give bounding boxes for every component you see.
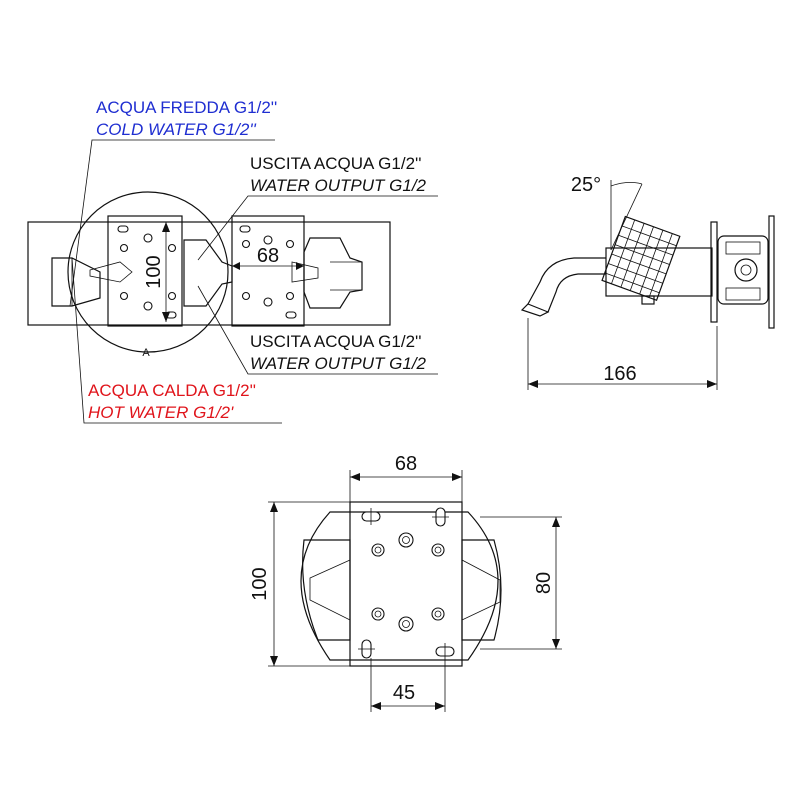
- output-bottom-label-it: USCITA ACQUA G1/2'': [250, 332, 422, 351]
- hot-water-label-it: ACQUA CALDA G1/2'': [88, 381, 256, 400]
- output-top-label-it: USCITA ACQUA G1/2'': [250, 154, 422, 173]
- side-spout-tip: [520, 303, 550, 317]
- plan-body-dim: 80: [533, 572, 555, 594]
- side-angle-dim: 25°: [571, 174, 601, 196]
- side-spout-bottom: [547, 273, 606, 313]
- plan-holes-dim: 45: [393, 682, 415, 704]
- side-handle: [601, 215, 681, 301]
- detail-circle-a: [67, 191, 229, 353]
- front-view: 100 68 A: [27, 191, 391, 359]
- left-inlet: [51, 257, 101, 307]
- right-plate-holes: [239, 225, 297, 319]
- side-valve-body: [717, 235, 769, 305]
- side-view: 25° 166: [520, 174, 775, 390]
- hot-water-leader: [71, 257, 282, 424]
- output-top-leader: [197, 195, 438, 261]
- cold-water-label-it: ACQUA FREDDA G1/2'': [96, 98, 277, 117]
- hot-water-label-en: HOT WATER G1/2': [88, 403, 234, 422]
- plan-width-dim: 68: [395, 453, 417, 475]
- cold-water-leader: [69, 139, 275, 307]
- side-body: [605, 247, 713, 297]
- plan-height-dim: 100: [249, 567, 271, 600]
- front-backing-plate: [27, 221, 391, 326]
- plan-left-inlet: [302, 539, 351, 641]
- plan-plate-holes: [358, 507, 455, 660]
- front-height-dim: 100: [143, 255, 165, 288]
- output-top-label-en: WATER OUTPUT G1/2: [250, 176, 427, 195]
- detail-letter: A: [142, 347, 150, 359]
- front-spacing-dim: 68: [257, 245, 279, 267]
- centre-valve: [183, 239, 233, 307]
- plan-right-inlet: [461, 539, 502, 641]
- right-inlet: [303, 237, 363, 309]
- plan-view: 68 100 80 45: [249, 453, 562, 712]
- output-bottom-label-en: WATER OUTPUT G1/2: [250, 354, 427, 373]
- front-plate-left: [107, 215, 183, 327]
- output-bottom-leader: [197, 285, 438, 375]
- side-wall-plate: [710, 221, 718, 323]
- side-spout-top: [527, 257, 606, 305]
- angle-arc: [610, 182, 643, 187]
- side-rear-plate: [768, 215, 775, 329]
- left-plate-holes: [117, 225, 177, 319]
- annotations: ACQUA FREDDA G1/2'' COLD WATER G1/2'' US…: [69, 98, 438, 424]
- cold-water-label-en: COLD WATER G1/2'': [96, 120, 257, 139]
- plan-body-outline: [300, 511, 499, 661]
- plan-mounting-plate: [349, 501, 463, 667]
- side-length-dim: 166: [603, 363, 636, 385]
